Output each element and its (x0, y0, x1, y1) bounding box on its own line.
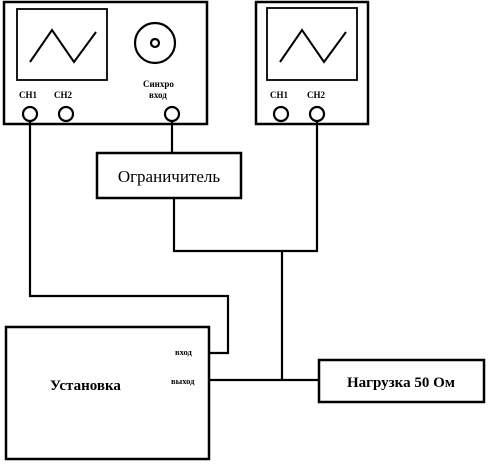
oscilloscope-right: CH1 CH2 (254, 0, 370, 126)
load-block: Нагрузка 50 Ом (317, 358, 486, 404)
ch1-label-right: CH1 (270, 90, 289, 100)
limiter-box (95, 151, 243, 200)
load-box (317, 358, 486, 404)
ch1-connector-left (21, 105, 39, 123)
wire-ch2-to-limiter (172, 121, 319, 253)
waveform-left (29, 28, 97, 64)
oscilloscope-left-knob-center (149, 37, 161, 49)
ch2-connector-left (57, 105, 75, 123)
ch1-label-left: CH1 (19, 90, 38, 100)
installation-box (4, 325, 211, 461)
limiter-label: Ограничитель (118, 167, 221, 186)
installation-input-label: вход (175, 347, 193, 357)
waveform-right (279, 28, 347, 64)
installation-label: Установка (50, 378, 121, 394)
installation-output-label: выход (171, 376, 195, 386)
sync-label-line1: Синхро (143, 79, 174, 89)
ch2-label-left: CH2 (54, 90, 73, 100)
oscilloscope-left: CH1 CH2 Синхро вход (2, 0, 209, 126)
sync-label-line2: вход (149, 90, 167, 100)
wiring (28, 121, 319, 382)
ch2-connector-right (308, 105, 326, 123)
ch2-label-right: CH2 (307, 90, 326, 100)
ch1-connector-right (272, 105, 290, 123)
sync-input-connector (163, 105, 181, 123)
limiter-block: Ограничитель (95, 151, 243, 200)
load-label: Нагрузка 50 Ом (347, 375, 455, 391)
installation-block: Установка вход выход (4, 325, 211, 461)
wire-ch1-to-input (28, 121, 230, 355)
